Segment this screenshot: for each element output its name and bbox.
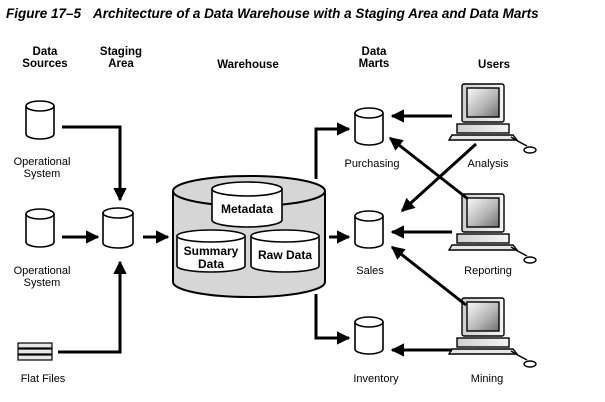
header-data-sources-line2: Sources	[22, 58, 68, 70]
header-data-marts-line2: Marts	[358, 58, 390, 70]
mining-computer-icon	[447, 297, 537, 368]
figure-title: Figure 17–5 Architecture of a Data Wareho…	[6, 6, 539, 21]
inventory-db-icon	[354, 316, 384, 355]
analysis-computer-icon	[447, 83, 537, 154]
analysis-label: Analysis	[467, 158, 509, 170]
header-warehouse: Warehouse	[217, 59, 279, 71]
arrow-warehouse-to-inventory	[314, 294, 351, 345]
reporting-computer-icon	[447, 193, 537, 264]
operational-system-2-line1: Operational	[13, 265, 71, 277]
arrow-reporting-to-purchasing	[388, 136, 469, 201]
raw-data-label: Raw Data	[258, 248, 312, 262]
purchasing-label: Purchasing	[344, 158, 400, 170]
summary-data-db-icon	[176, 229, 246, 273]
reporting-label: Reporting	[464, 265, 512, 277]
header-users: Users	[478, 59, 510, 71]
sales-db-icon	[354, 210, 384, 249]
header-data-marts-line1: Data	[361, 46, 387, 58]
mining-label: Mining	[470, 373, 504, 385]
summary-data-label-line1: Summary	[184, 244, 239, 258]
header-data-sources-line1: Data	[32, 46, 58, 58]
metadata-label: Metadata	[221, 202, 273, 216]
header-staging-area: Staging Area	[100, 46, 142, 70]
inventory-label: Inventory	[353, 373, 399, 385]
header-data-marts: Data Marts	[359, 46, 390, 70]
arrow-source1-to-staging	[62, 125, 127, 202]
purchasing-db-icon	[354, 107, 384, 146]
arrow-flatfiles-to-staging	[58, 260, 127, 354]
connectors	[58, 109, 478, 357]
metadata-db-icon	[211, 181, 283, 228]
flat-files-icon	[17, 342, 53, 361]
flat-files-label: Flat Files	[20, 373, 66, 385]
operational-system-1-line2: System	[23, 168, 61, 180]
arrow-warehouse-to-purchasing	[314, 122, 351, 179]
figure-number: Figure 17–5	[6, 6, 82, 21]
figure-caption: Architecture of a Data Warehouse with a …	[93, 6, 539, 21]
raw-data-db-icon	[250, 229, 320, 273]
operational-system-2-label: Operational System	[14, 265, 71, 289]
operational-system-1-line1: Operational	[13, 156, 71, 168]
header-staging-area-line1: Staging	[99, 46, 143, 58]
arrow-mining-to-sales	[390, 245, 467, 307]
header-data-sources: Data Sources	[22, 46, 67, 70]
sales-label: Sales	[356, 265, 384, 277]
source-db-2-icon	[25, 208, 55, 248]
header-staging-area-line2: Area	[108, 58, 134, 70]
operational-system-2-line2: System	[23, 277, 61, 289]
source-db-1-icon	[25, 100, 55, 140]
staging-db-icon	[102, 207, 134, 249]
summary-data-label-line2: Data	[198, 257, 224, 271]
operational-system-1-label: Operational System	[14, 156, 71, 180]
